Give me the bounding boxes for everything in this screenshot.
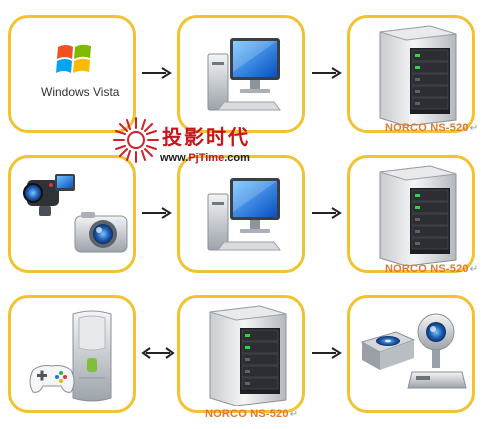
webcam-icon xyxy=(406,306,468,402)
target-card-storage xyxy=(347,295,475,413)
nas-caption-r1: NORCO NS-520↵ xyxy=(385,122,479,134)
middle-card-desktop-1 xyxy=(177,15,305,133)
arrow-bidirectional-r3 xyxy=(141,347,175,359)
arrow-right-r3 xyxy=(312,347,342,359)
middle-card-nas-3 xyxy=(177,295,305,413)
camcorder-icon xyxy=(21,166,79,222)
desktop-computer-icon xyxy=(202,172,286,256)
nas-caption-r2: NORCO NS-520↵ xyxy=(385,263,479,275)
digital-camera-icon xyxy=(71,206,131,258)
gamepad-icon xyxy=(27,360,77,396)
target-card-nas-2 xyxy=(347,155,475,273)
source-card-console xyxy=(8,295,136,413)
watermark-url: www.PjTime.com xyxy=(160,152,250,164)
source-card-windows: Windows Vista xyxy=(8,15,136,133)
middle-card-desktop-2 xyxy=(177,155,305,273)
watermark-logo-icon xyxy=(112,116,160,164)
nas-tower-icon xyxy=(370,22,460,126)
hard-drive-icon xyxy=(358,326,416,376)
watermark-name: 投影时代 xyxy=(162,125,250,149)
windows-flag-icon xyxy=(54,40,94,80)
desktop-computer-icon xyxy=(202,32,286,116)
game-console-icon xyxy=(65,308,119,404)
arrow-right-r1a xyxy=(142,67,172,79)
arrow-right-r2a xyxy=(142,207,172,219)
source-card-cameras xyxy=(8,155,136,273)
windows-vista-label: Windows Vista xyxy=(41,85,120,99)
nas-tower-icon xyxy=(370,162,460,266)
target-card-nas-1 xyxy=(347,15,475,133)
nas-caption-r3: NORCO NS-520↵ xyxy=(205,408,299,420)
arrow-right-r2b xyxy=(312,207,342,219)
nas-tower-icon xyxy=(200,302,290,406)
arrow-right-r1b xyxy=(312,67,342,79)
